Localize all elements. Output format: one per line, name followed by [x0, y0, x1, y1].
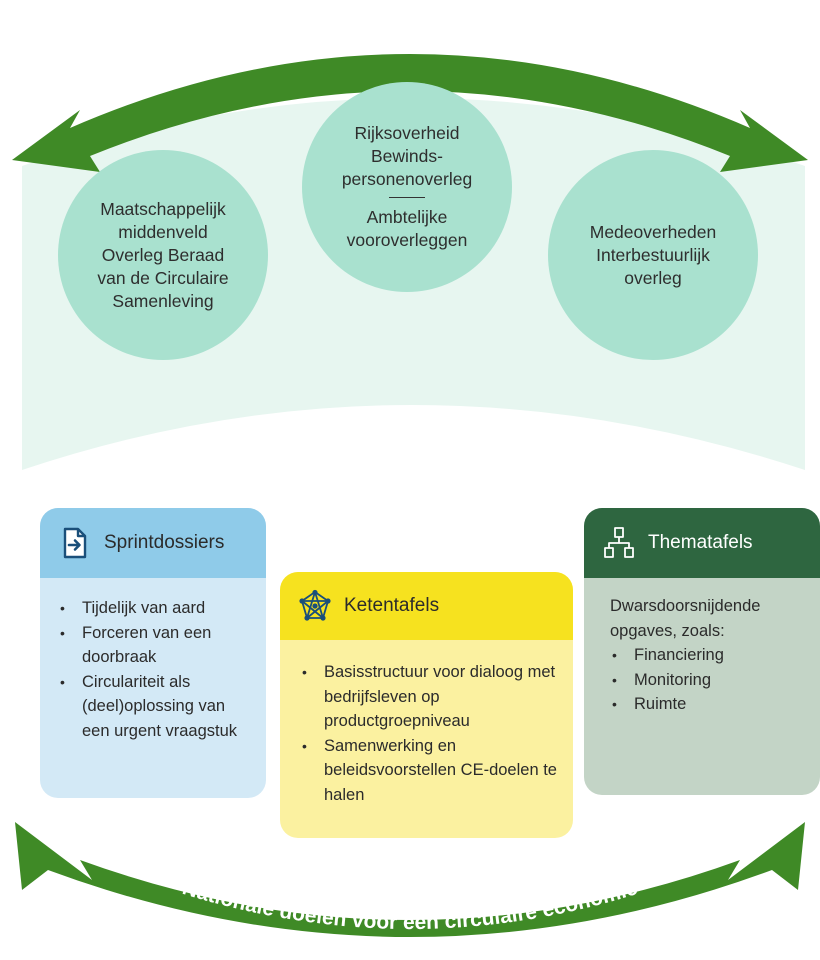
card-ketentafels: Ketentafels Basisstructuur voor dialoog …	[280, 572, 573, 838]
circle-rijksoverheid: Rijksoverheid Bewinds- personenoverleg A…	[302, 82, 512, 292]
circle-text-line: Ambtelijke	[366, 207, 448, 227]
list-item: Samenwerking en beleidsvoorstellen CE-do…	[300, 734, 557, 808]
list-item: Basisstructuur voor dialoog met bedrijfs…	[300, 660, 557, 734]
document-arrow-icon	[58, 526, 92, 560]
network-icon	[298, 589, 332, 623]
bullet-list: Basisstructuur voor dialoog met bedrijfs…	[300, 660, 557, 807]
divider	[389, 197, 425, 198]
list-item: Financiering	[610, 643, 804, 668]
circle-text-line: overleg	[624, 267, 682, 288]
card-title: Ketentafels	[344, 595, 440, 616]
circle-maatschappelijk-middenveld: Maatschappelijk middenveld Overleg Beraa…	[58, 150, 268, 360]
bottom-arrow	[15, 822, 805, 937]
circle-text-line: Interbestuurlijk	[596, 244, 710, 265]
circle-text-line: Medeoverheden	[589, 221, 717, 242]
circle-medeoverheden: Medeoverheden Interbestuurlijk overleg	[548, 150, 758, 360]
card-thematafels: Thematafels Dwarsdoorsnijdende opgaves, …	[584, 508, 820, 795]
circle-text-line: vooroverleggen	[346, 230, 468, 250]
list-item: Monitoring	[610, 668, 804, 693]
circle-text-line: Bewinds-	[371, 146, 443, 166]
hierarchy-icon	[602, 526, 636, 560]
circle-text-line: Rijksoverheid	[354, 123, 460, 143]
bullet-list: Tijdelijk van aard Forceren van een door…	[58, 596, 250, 743]
list-item: Tijdelijk van aard	[58, 596, 250, 621]
card-body: Tijdelijk van aard Forceren van een door…	[40, 578, 266, 743]
card-body: Dwarsdoorsnijdende opgaves, zoals: Finan…	[584, 578, 820, 717]
list-item: Circulariteit als (deel)oplossing van ee…	[58, 670, 250, 744]
circle-text-line: Overleg Beraad	[101, 244, 225, 265]
card-title: Sprintdossiers	[104, 532, 225, 553]
card-header: Ketentafels	[280, 572, 573, 640]
card-body: Basisstructuur voor dialoog met bedrijfs…	[280, 640, 573, 807]
circle-text-line: Samenleving	[112, 290, 214, 311]
list-item: Ruimte	[610, 692, 804, 717]
card-title: Thematafels	[648, 532, 753, 553]
circle-text-line: middenveld	[118, 221, 208, 242]
circle-text-line: van de Circulaire	[97, 267, 229, 288]
circle-text-line: Maatschappelijk	[100, 198, 226, 219]
list-item: Forceren van een doorbraak	[58, 621, 250, 670]
circle-text-line: personenoverleg	[341, 169, 473, 189]
bottom-arrow-label: Nationale doelen voor een circulaire eco…	[180, 876, 640, 934]
card-header: Thematafels	[584, 508, 820, 578]
card-header: Sprintdossiers	[40, 508, 266, 578]
card-sprintdossiers: Sprintdossiers Tijdelijk van aard Forcer…	[40, 508, 266, 798]
top-arrow	[12, 54, 808, 172]
card-intro-text: Dwarsdoorsnijdende opgaves, zoals:	[610, 597, 761, 640]
bullet-list: Financiering Monitoring Ruimte	[610, 643, 804, 717]
